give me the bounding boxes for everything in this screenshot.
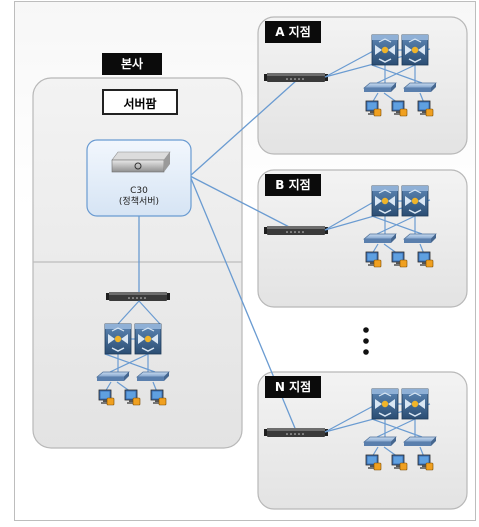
branch-b-network [264,186,436,267]
hq-network [97,292,170,405]
branch-b-label: B 지점 [265,174,321,196]
branch-a-network [264,35,436,116]
router-appliance-icon [106,292,170,301]
ellipsis-icon [363,327,369,355]
branch-n-network [264,389,436,470]
wan-link-a [189,79,298,177]
branch-n-label: N 지점 [265,376,321,398]
policy-server-role: (정책서버) [118,197,160,207]
branch-a-label: A 지점 [265,21,321,43]
hq-label: 본사 [102,53,162,75]
hq-site [32,77,243,449]
wan-link-b [189,175,298,232]
server-icon [111,151,171,173]
policy-server-model: C30 [130,186,148,196]
policy-server [86,139,192,217]
policy-server-caption: C30 (정책서버) [100,186,178,208]
wan-links [138,79,298,434]
server-farm-label: 서버팜 [102,89,178,115]
